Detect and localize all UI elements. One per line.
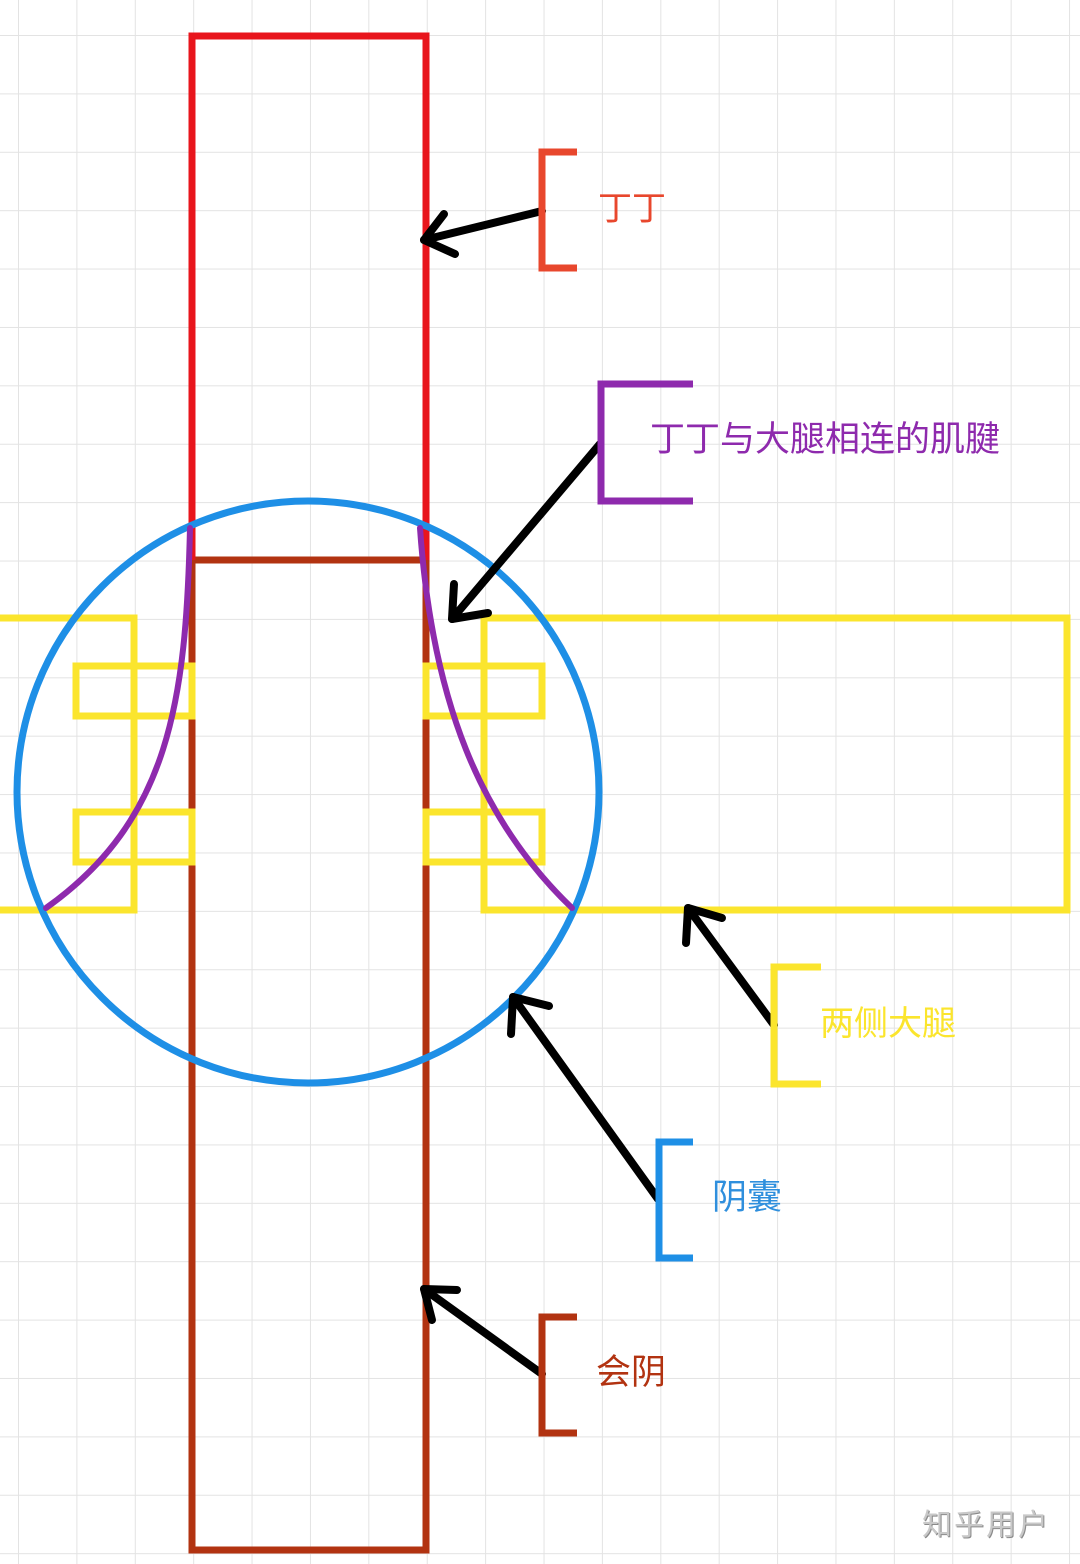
label-scrotum: 阴囊	[712, 1178, 783, 1218]
scrotum-shape	[13, 497, 603, 1087]
label-perineum: 会阴	[596, 1353, 667, 1393]
arrow-scrotum	[507, 993, 662, 1203]
arrow-tendon	[448, 440, 604, 623]
label-tendon: 丁丁与大腿相连的肌腱	[650, 420, 1001, 460]
watermark: 知乎用户	[922, 1508, 1050, 1543]
tendon-shape	[43, 525, 575, 911]
penis-shape	[188, 32, 430, 560]
bracket-thighs	[770, 963, 821, 1088]
bracket-perineum	[538, 1313, 577, 1437]
arrow-penis	[420, 207, 546, 258]
label-thighs: 两侧大腿	[820, 1004, 956, 1044]
arrows	[420, 207, 778, 1378]
bracket-penis	[538, 148, 577, 272]
arrow-thighs	[682, 904, 778, 1029]
label-penis: 丁丁	[598, 189, 666, 229]
bracket-tendon	[597, 380, 693, 505]
thighs-shape	[0, 614, 1071, 914]
bracket-scrotum	[655, 1138, 693, 1262]
perineum-shape	[188, 556, 430, 1554]
arrow-perineum	[420, 1285, 546, 1378]
